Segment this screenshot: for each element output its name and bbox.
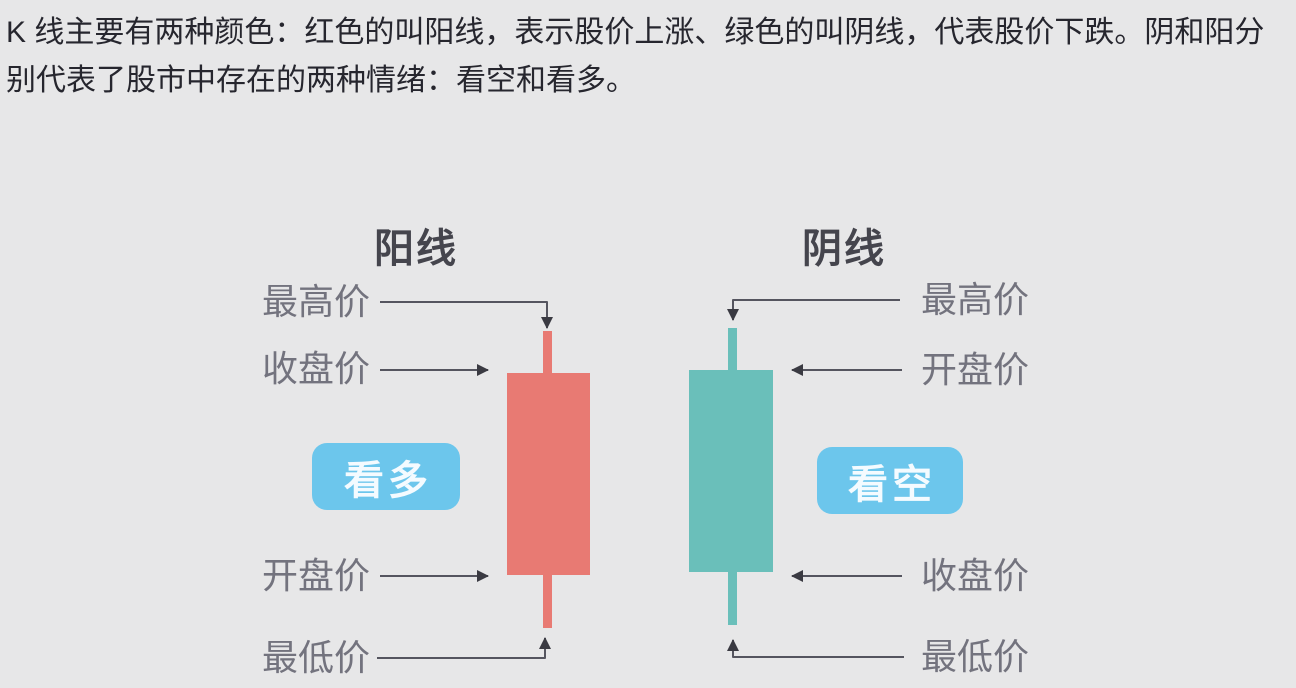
bearish-label-close: 收盘价 xyxy=(921,555,1030,596)
bearish-candle-body xyxy=(689,370,773,572)
bullish-upper-shadow xyxy=(543,331,552,375)
arrow-bearish-low-icon xyxy=(727,639,904,658)
arrow-bullish-high-icon xyxy=(380,301,553,329)
bearish-lower-shadow xyxy=(728,572,737,625)
bearish-label-open: 开盘价 xyxy=(921,349,1030,390)
bullish-label-low: 最低价 xyxy=(262,637,371,678)
bullish-label-open: 开盘价 xyxy=(262,555,371,596)
bullish-title: 阳线 xyxy=(374,227,458,272)
bearish-label-high: 最高价 xyxy=(921,279,1030,320)
bullish-lower-shadow xyxy=(543,575,552,628)
bearish-title: 阴线 xyxy=(802,227,886,272)
bearish-label-low: 最低价 xyxy=(921,636,1030,677)
bearish-sentiment-badge: 看空 xyxy=(817,447,963,514)
arrow-bearish-high-icon xyxy=(727,299,900,321)
bullish-sentiment-badge: 看多 xyxy=(312,443,460,510)
bearish-upper-shadow xyxy=(728,328,737,372)
bullish-label-high: 最高价 xyxy=(262,281,371,322)
arrow-bullish-low-icon xyxy=(377,637,551,659)
bullish-candle-body xyxy=(507,373,590,575)
bullish-label-close: 收盘价 xyxy=(262,348,371,389)
intro-text: K 线主要有两种颜色：红色的叫阳线，表示股价上涨、绿色的叫阴线，代表股价下跌。阴… xyxy=(6,16,1265,97)
